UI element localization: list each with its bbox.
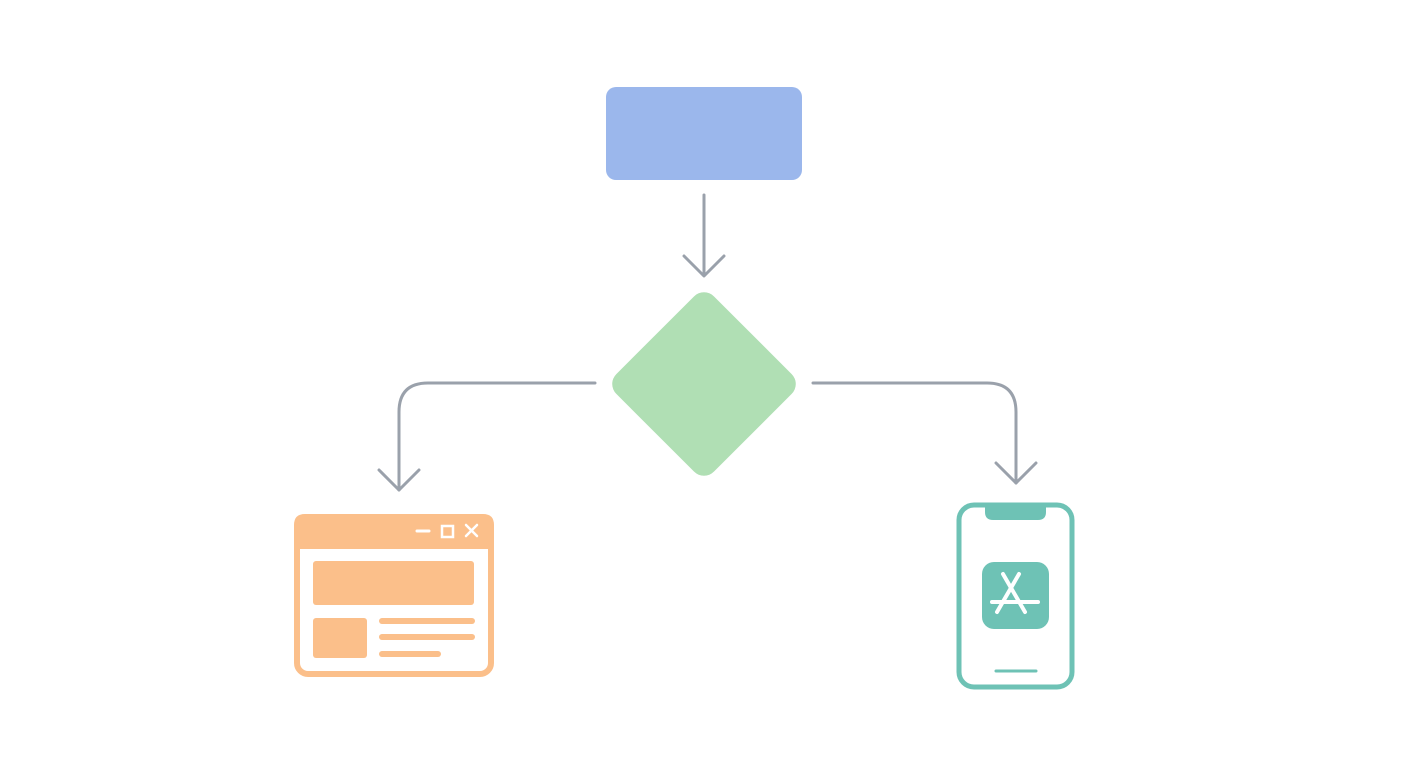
maximize-icon bbox=[440, 524, 455, 539]
connector-decision-to-mobile bbox=[811, 381, 1038, 485]
browser-text-lines bbox=[379, 618, 475, 657]
decision-node[interactable] bbox=[606, 286, 801, 481]
browser-hero-block bbox=[313, 561, 474, 605]
connector-decision-to-web bbox=[377, 381, 597, 492]
smartphone-icon[interactable] bbox=[956, 502, 1075, 690]
arrowhead-down bbox=[994, 461, 1038, 485]
connector-start-to-decision bbox=[682, 193, 726, 278]
arrowhead-down bbox=[377, 468, 421, 492]
browser-title-bar bbox=[294, 514, 494, 549]
start-node[interactable] bbox=[606, 87, 802, 180]
phone-notch bbox=[985, 505, 1046, 520]
arrowhead-down bbox=[682, 254, 726, 278]
app-store-icon bbox=[990, 572, 1040, 614]
browser-window-icon[interactable] bbox=[294, 514, 494, 677]
browser-thumbnail-block bbox=[313, 618, 367, 658]
close-icon bbox=[464, 523, 479, 538]
